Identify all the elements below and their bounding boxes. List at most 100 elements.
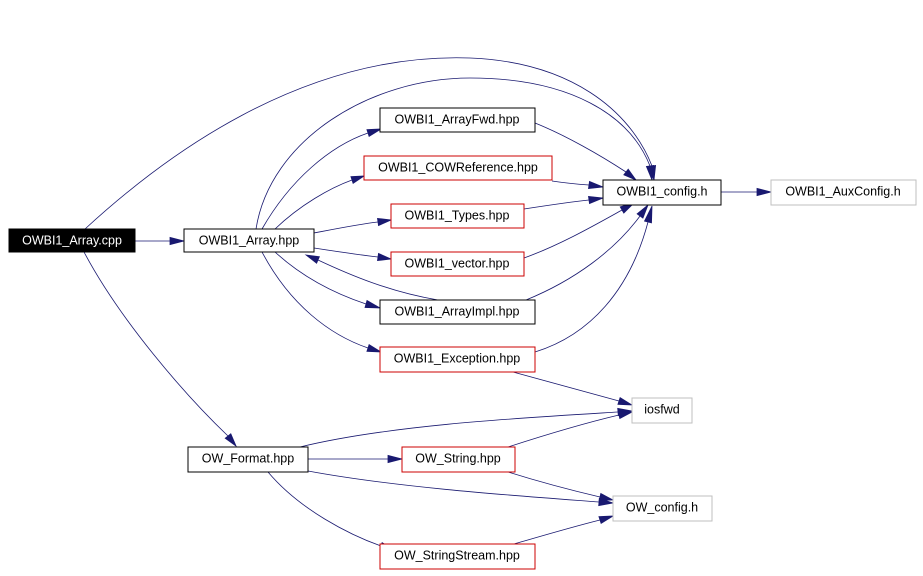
node-label: OW_StringStream.hpp xyxy=(394,548,520,562)
edge-stringstream-to-owconfig xyxy=(513,515,615,545)
edge-types-to-config xyxy=(523,195,604,210)
node-ow-config-h[interactable]: OW_config.h xyxy=(612,495,713,522)
arrowhead xyxy=(617,396,634,406)
edge-format-to-iosfwd xyxy=(299,407,633,448)
edge-array_hpp-to-vector xyxy=(313,247,393,262)
edge-exception-to-config xyxy=(534,205,653,353)
edge-exception-to-iosfwd xyxy=(512,371,634,406)
node-owbi1-arrayfwd-hpp[interactable]: OWBI1_ArrayFwd.hpp xyxy=(379,107,536,133)
arrowhead xyxy=(224,433,237,448)
edge-line xyxy=(84,57,653,230)
edges-layer xyxy=(83,57,772,551)
node-ow-format-hpp[interactable]: OW_Format.hpp xyxy=(187,446,309,473)
edge-string-to-iosfwd xyxy=(507,411,634,448)
edge-array_hpp-to-arrayfwd xyxy=(261,128,383,230)
node-label: OWBI1_COWReference.hpp xyxy=(378,160,538,174)
arrowhead xyxy=(377,252,393,262)
edge-line xyxy=(299,411,619,448)
edge-line xyxy=(513,519,601,545)
node-owbi1-array-cpp[interactable]: OWBI1_Array.cpp xyxy=(8,228,136,253)
edge-vector-to-config xyxy=(523,202,635,259)
edge-array_cpp-to-format xyxy=(83,251,237,448)
arrowhead xyxy=(588,195,604,205)
edge-config-to-auxconfig xyxy=(721,187,772,197)
node-label: OW_config.h xyxy=(626,500,698,514)
node-owbi1-cowreference-hpp[interactable]: OWBI1_COWReference.hpp xyxy=(363,155,553,181)
node-label: OWBI1_ArrayFwd.hpp xyxy=(394,112,519,126)
node-owbi1-auxconfig-h[interactable]: OWBI1_AuxConfig.h xyxy=(770,179,917,206)
node-label: OWBI1_ArrayImpl.hpp xyxy=(394,304,519,318)
node-label: OWBI1_Types.hpp xyxy=(405,208,510,222)
node-label: iosfwd xyxy=(644,402,679,416)
edge-line xyxy=(261,251,369,349)
arrowhead xyxy=(588,180,604,190)
edge-line xyxy=(261,132,369,230)
edge-line xyxy=(255,77,651,230)
arrowhead xyxy=(623,168,638,181)
edge-format-to-stringstream xyxy=(267,471,396,551)
arrowhead xyxy=(364,299,381,309)
edge-line xyxy=(83,251,229,437)
node-ow-string-hpp[interactable]: OW_String.hpp xyxy=(401,446,516,473)
node-iosfwd[interactable]: iosfwd xyxy=(631,397,693,424)
node-owbi1-array-hpp[interactable]: OWBI1_Array.hpp xyxy=(183,228,315,253)
edge-array_hpp-to-config xyxy=(255,77,655,230)
edge-array_hpp-to-arrayimpl xyxy=(274,251,381,309)
edge-arrayimpl-to-config xyxy=(525,203,649,301)
edge-array_cpp-to-array_hpp xyxy=(135,236,185,246)
edge-line xyxy=(313,247,379,258)
edge-array_hpp-to-cowref xyxy=(274,175,366,230)
arrowhead xyxy=(645,165,655,181)
node-label: OWBI1_vector.hpp xyxy=(405,256,510,270)
edge-arrayimpl-to-array_hpp xyxy=(304,254,439,301)
edge-line xyxy=(507,471,601,498)
node-label: OWBI1_Array.hpp xyxy=(199,233,300,247)
edge-line xyxy=(274,179,353,230)
edge-line xyxy=(274,251,367,305)
edge-array_cpp-to-config xyxy=(84,57,657,230)
node-label: OW_Format.hpp xyxy=(202,451,294,465)
node-label: OWBI1_AuxConfig.h xyxy=(785,184,900,198)
edge-format-to-owconfig xyxy=(307,470,614,507)
node-label: OWBI1_Array.cpp xyxy=(22,233,122,247)
node-ow-stringstream-hpp[interactable]: OW_StringStream.hpp xyxy=(379,543,536,570)
edge-line xyxy=(534,221,649,353)
arrowhead xyxy=(636,203,649,219)
edge-array_hpp-to-types xyxy=(313,217,393,234)
nodes-layer: OWBI1_Array.cpp OWBI1_Array.hpp OWBI1_Ar… xyxy=(8,107,917,570)
edge-line xyxy=(313,221,379,234)
edge-arrayfwd-to-config xyxy=(534,122,638,181)
arrowhead xyxy=(169,236,185,246)
edge-line xyxy=(534,122,627,173)
arrowhead xyxy=(304,254,320,264)
arrowhead xyxy=(617,411,634,420)
edge-line xyxy=(525,215,641,301)
node-owbi1-arrayimpl-hpp[interactable]: OWBI1_ArrayImpl.hpp xyxy=(379,299,536,325)
arrowhead xyxy=(756,187,772,197)
node-label: OW_String.hpp xyxy=(415,451,501,465)
node-owbi1-vector-hpp[interactable]: OWBI1_vector.hpp xyxy=(390,251,525,277)
edge-line xyxy=(512,371,620,402)
arrowhead xyxy=(598,515,615,525)
arrowhead xyxy=(387,454,403,464)
edge-string-to-owconfig xyxy=(507,471,615,501)
edge-line xyxy=(551,180,590,186)
arrowhead xyxy=(350,175,366,185)
edge-line xyxy=(307,470,600,503)
node-owbi1-types-hpp[interactable]: OWBI1_Types.hpp xyxy=(390,203,525,229)
arrowhead xyxy=(598,492,615,501)
node-owbi1-exception-hpp[interactable]: OWBI1_Exception.hpp xyxy=(379,346,536,373)
edge-line xyxy=(507,414,620,448)
node-label: OWBI1_Exception.hpp xyxy=(394,351,521,365)
node-owbi1-config-h[interactable]: OWBI1_config.h xyxy=(602,179,722,206)
edge-format-to-string xyxy=(308,454,403,464)
edge-line xyxy=(523,209,623,259)
arrowhead xyxy=(366,128,383,138)
arrowhead xyxy=(377,217,393,227)
edge-line xyxy=(523,199,590,210)
edge-cowref-to-config xyxy=(551,180,604,190)
node-label: OWBI1_config.h xyxy=(616,184,707,198)
arrowhead xyxy=(366,343,383,353)
arrowhead xyxy=(643,205,653,224)
